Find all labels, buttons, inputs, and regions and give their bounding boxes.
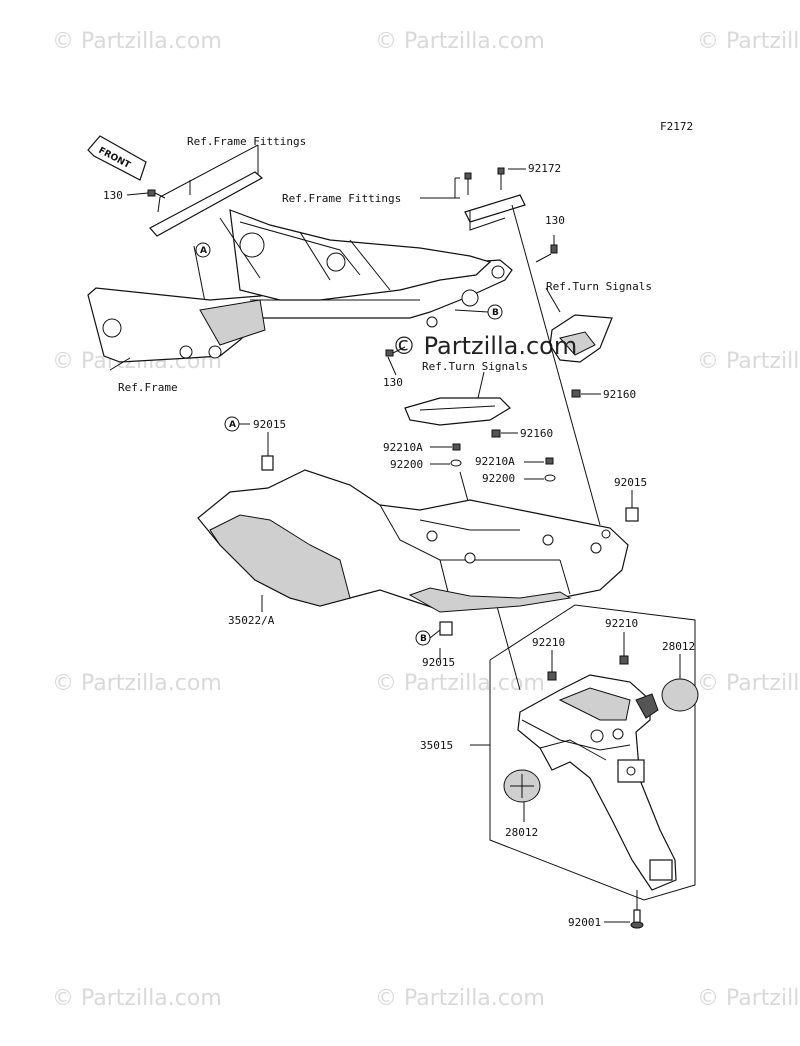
label-92200-b: 92200	[482, 472, 515, 485]
callout-b: B	[487, 304, 503, 320]
label-92210a: 92210A	[383, 441, 423, 454]
watermark: © Partzilla.com	[697, 349, 800, 374]
watermark: © Partzilla.com	[697, 29, 800, 54]
label-92160: 92160	[603, 388, 636, 401]
frame-fitting-bracket	[149, 144, 264, 237]
undertray	[197, 469, 629, 613]
center-watermark: © Partzilla.com	[392, 332, 577, 360]
bolt-130	[147, 189, 166, 199]
svg-text:A: A	[229, 420, 236, 430]
label-92015-bottom: 92015	[422, 656, 455, 669]
label-ref-turn-signals: Ref.Turn Signals	[546, 280, 652, 293]
watermark: © Partzilla.com	[52, 29, 222, 54]
label-ref-frame-fittings-2: Ref.Frame Fittings	[282, 192, 401, 205]
callout-b-2: B	[415, 630, 431, 646]
callout-a: A	[195, 242, 211, 258]
rear-fender	[517, 674, 677, 891]
collar-92015	[261, 455, 274, 471]
label-92210-b: 92210	[605, 617, 638, 630]
bolt-130-right	[550, 235, 558, 254]
front-arrow: FRONT	[87, 135, 147, 181]
nut-92160	[571, 389, 581, 398]
svg-text:A: A	[200, 246, 207, 256]
nut-92210a-b	[544, 457, 556, 482]
label-92015: 92015	[253, 418, 286, 431]
svg-text:B: B	[420, 634, 427, 644]
watermark: © Partzilla.com	[697, 671, 800, 696]
label-35022a: 35022/A	[228, 614, 275, 627]
rear-frame	[87, 209, 513, 363]
label-130-mid: 130	[383, 376, 403, 389]
label-ref-turn-signals-2: Ref.Turn Signals	[422, 360, 528, 373]
label-92200: 92200	[390, 458, 423, 471]
svg-text:B: B	[492, 308, 499, 318]
reflector-28012-b	[503, 769, 541, 803]
watermark: © Partzilla.com	[375, 986, 545, 1011]
nut-92210-b	[619, 655, 629, 665]
nut-92210	[547, 671, 557, 681]
reflector-28012	[661, 678, 699, 712]
label-28012: 28012	[662, 640, 695, 653]
label-35015: 35015	[420, 739, 453, 752]
label-92015-right: 92015	[614, 476, 647, 489]
collar-92015-bottom	[439, 621, 453, 636]
nut-92210a	[450, 443, 462, 467]
label-92172: 92172	[528, 162, 561, 175]
label-ref-frame-fittings: Ref.Frame Fittings	[187, 135, 306, 148]
turn-signal-left	[404, 397, 511, 426]
watermark: © Partzilla.com	[375, 671, 545, 696]
figure-code: F2172	[660, 120, 693, 133]
label-92210: 92210	[532, 636, 565, 649]
screw-92001	[630, 909, 644, 929]
label-92160-b: 92160	[520, 427, 553, 440]
label-28012-b: 28012	[505, 826, 538, 839]
label-92210a-b: 92210A	[475, 455, 515, 468]
watermark: © Partzilla.com	[697, 986, 800, 1011]
watermark: © Partzilla.com	[52, 986, 222, 1011]
watermark: © Partzilla.com	[375, 29, 545, 54]
callout-a-2: A	[224, 416, 240, 432]
label-130: 130	[103, 189, 123, 202]
watermark: © Partzilla.com	[52, 671, 222, 696]
bolt-130-mid	[385, 346, 406, 357]
label-ref-frame: Ref.Frame	[118, 381, 178, 394]
nut-92160-b	[491, 429, 501, 438]
label-92001: 92001	[568, 916, 601, 929]
collar-92015-right	[625, 507, 639, 522]
frame-fitting-bracket-right	[464, 167, 526, 231]
label-130-right: 130	[545, 214, 565, 227]
